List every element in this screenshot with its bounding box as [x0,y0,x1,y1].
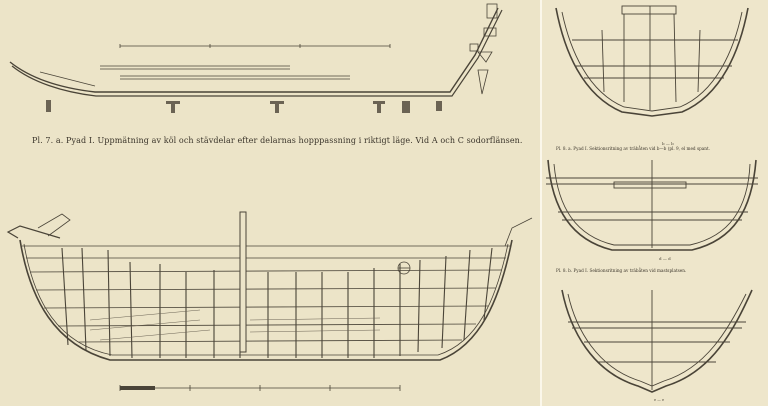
cross-section-e [561,289,753,393]
hull-profile-drawing [6,211,533,361]
keel-sections [46,100,442,113]
plate-caption-top: Pl. 7. a. Pyad I. Uppmätning av köl och … [32,136,523,145]
section-label-b: b — b [662,141,674,146]
cross-section-d [546,159,758,251]
cross-section-drawings [546,5,758,393]
scale-bar [119,385,401,391]
plate-divider [540,0,542,406]
keel-and-hull-drawings [6,3,533,391]
caption-section-b: Pl. 8. a. Pyad I. Sektionsritning av trä… [556,146,710,151]
cross-section-b [555,5,749,117]
keel-drawing [9,3,503,97]
left-plate: Pl. 7. a. Pyad I. Uppmätning av köl och … [6,3,533,391]
caption-section-d: Pl. 8. b. Pyad I. Sektionsritning av trä… [556,268,687,273]
section-label-e: e — e [654,398,665,402]
right-plate: b — b Pl. 8. a. Pyad I. Sektionsritning … [542,0,768,406]
section-label-d: d — d [659,256,671,261]
